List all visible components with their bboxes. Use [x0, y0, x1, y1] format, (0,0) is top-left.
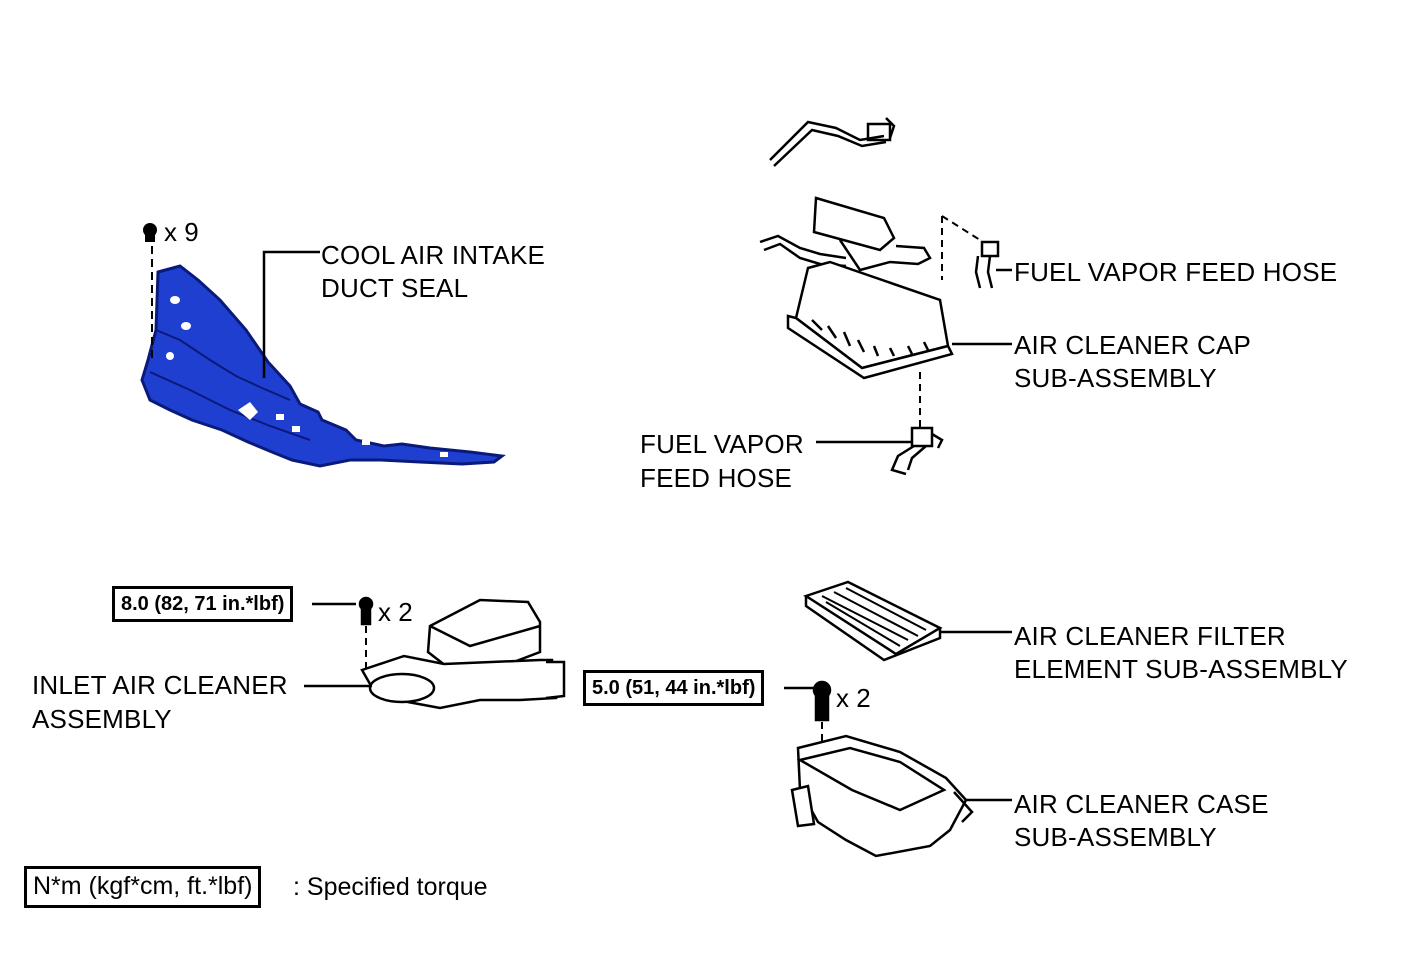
inlet-air-cleaner-bolt-quantity: x 2 — [378, 597, 413, 627]
air-cleaner-case-drawing — [784, 680, 1012, 858]
cool-air-intake-duct-seal-label-line1: COOL AIR INTAKE — [321, 240, 546, 270]
air-cleaner-case-label-line2: SUB-ASSEMBLY — [1014, 822, 1217, 852]
air-cleaner-case-torque-box: 5.0 (51, 44 in.*lbf) — [583, 670, 765, 706]
torque-legend-box: N*m (kgf*cm, ft.*lbf) — [24, 866, 262, 908]
torque-legend-text: : Specified torque — [293, 873, 488, 901]
inlet-air-cleaner-label-line1: INLET AIR CLEANER — [32, 670, 288, 700]
inlet-air-cleaner-torque-box: 8.0 (82, 71 in.*lbf) — [112, 586, 294, 622]
air-cleaner-filter-label-line1: AIR CLEANER FILTER — [1014, 621, 1286, 651]
fuel-vapor-feed-hose-lower-label-line2: FEED HOSE — [640, 463, 793, 493]
air-cleaner-cap-drawing — [759, 196, 1012, 428]
fuel-vapor-feed-hose-lower-label-line1: FUEL VAPOR — [640, 429, 804, 459]
inlet-air-cleaner-label-line2: ASSEMBLY — [32, 704, 172, 734]
cool-air-intake-duct-seal-drawing — [140, 223, 506, 468]
air-cleaner-cap-label-line2: SUB-ASSEMBLY — [1014, 363, 1217, 393]
air-cleaner-filter-label-line2: ELEMENT SUB-ASSEMBLY — [1014, 654, 1348, 684]
inlet-air-cleaner-drawing — [304, 596, 566, 710]
fuel-vapor-feed-hose-upper-drawing — [974, 240, 1012, 289]
fuel-vapor-feed-hose-lower-drawing — [816, 426, 944, 476]
fuel-vapor-feed-hose-upper-label: FUEL VAPOR FEED HOSE — [1014, 257, 1338, 287]
cool-air-intake-duct-seal-label-line2: DUCT SEAL — [321, 273, 469, 303]
upper-hose-drawing — [769, 117, 896, 167]
duct-seal-clip-quantity: x 9 — [164, 217, 199, 247]
air-cleaner-cap-label-line1: AIR CLEANER CAP — [1014, 330, 1252, 360]
air-cleaner-case-label-line1: AIR CLEANER CASE — [1014, 789, 1269, 819]
air-filter-element-drawing — [803, 580, 1012, 662]
air-cleaner-case-bolt-quantity: x 2 — [836, 683, 871, 713]
